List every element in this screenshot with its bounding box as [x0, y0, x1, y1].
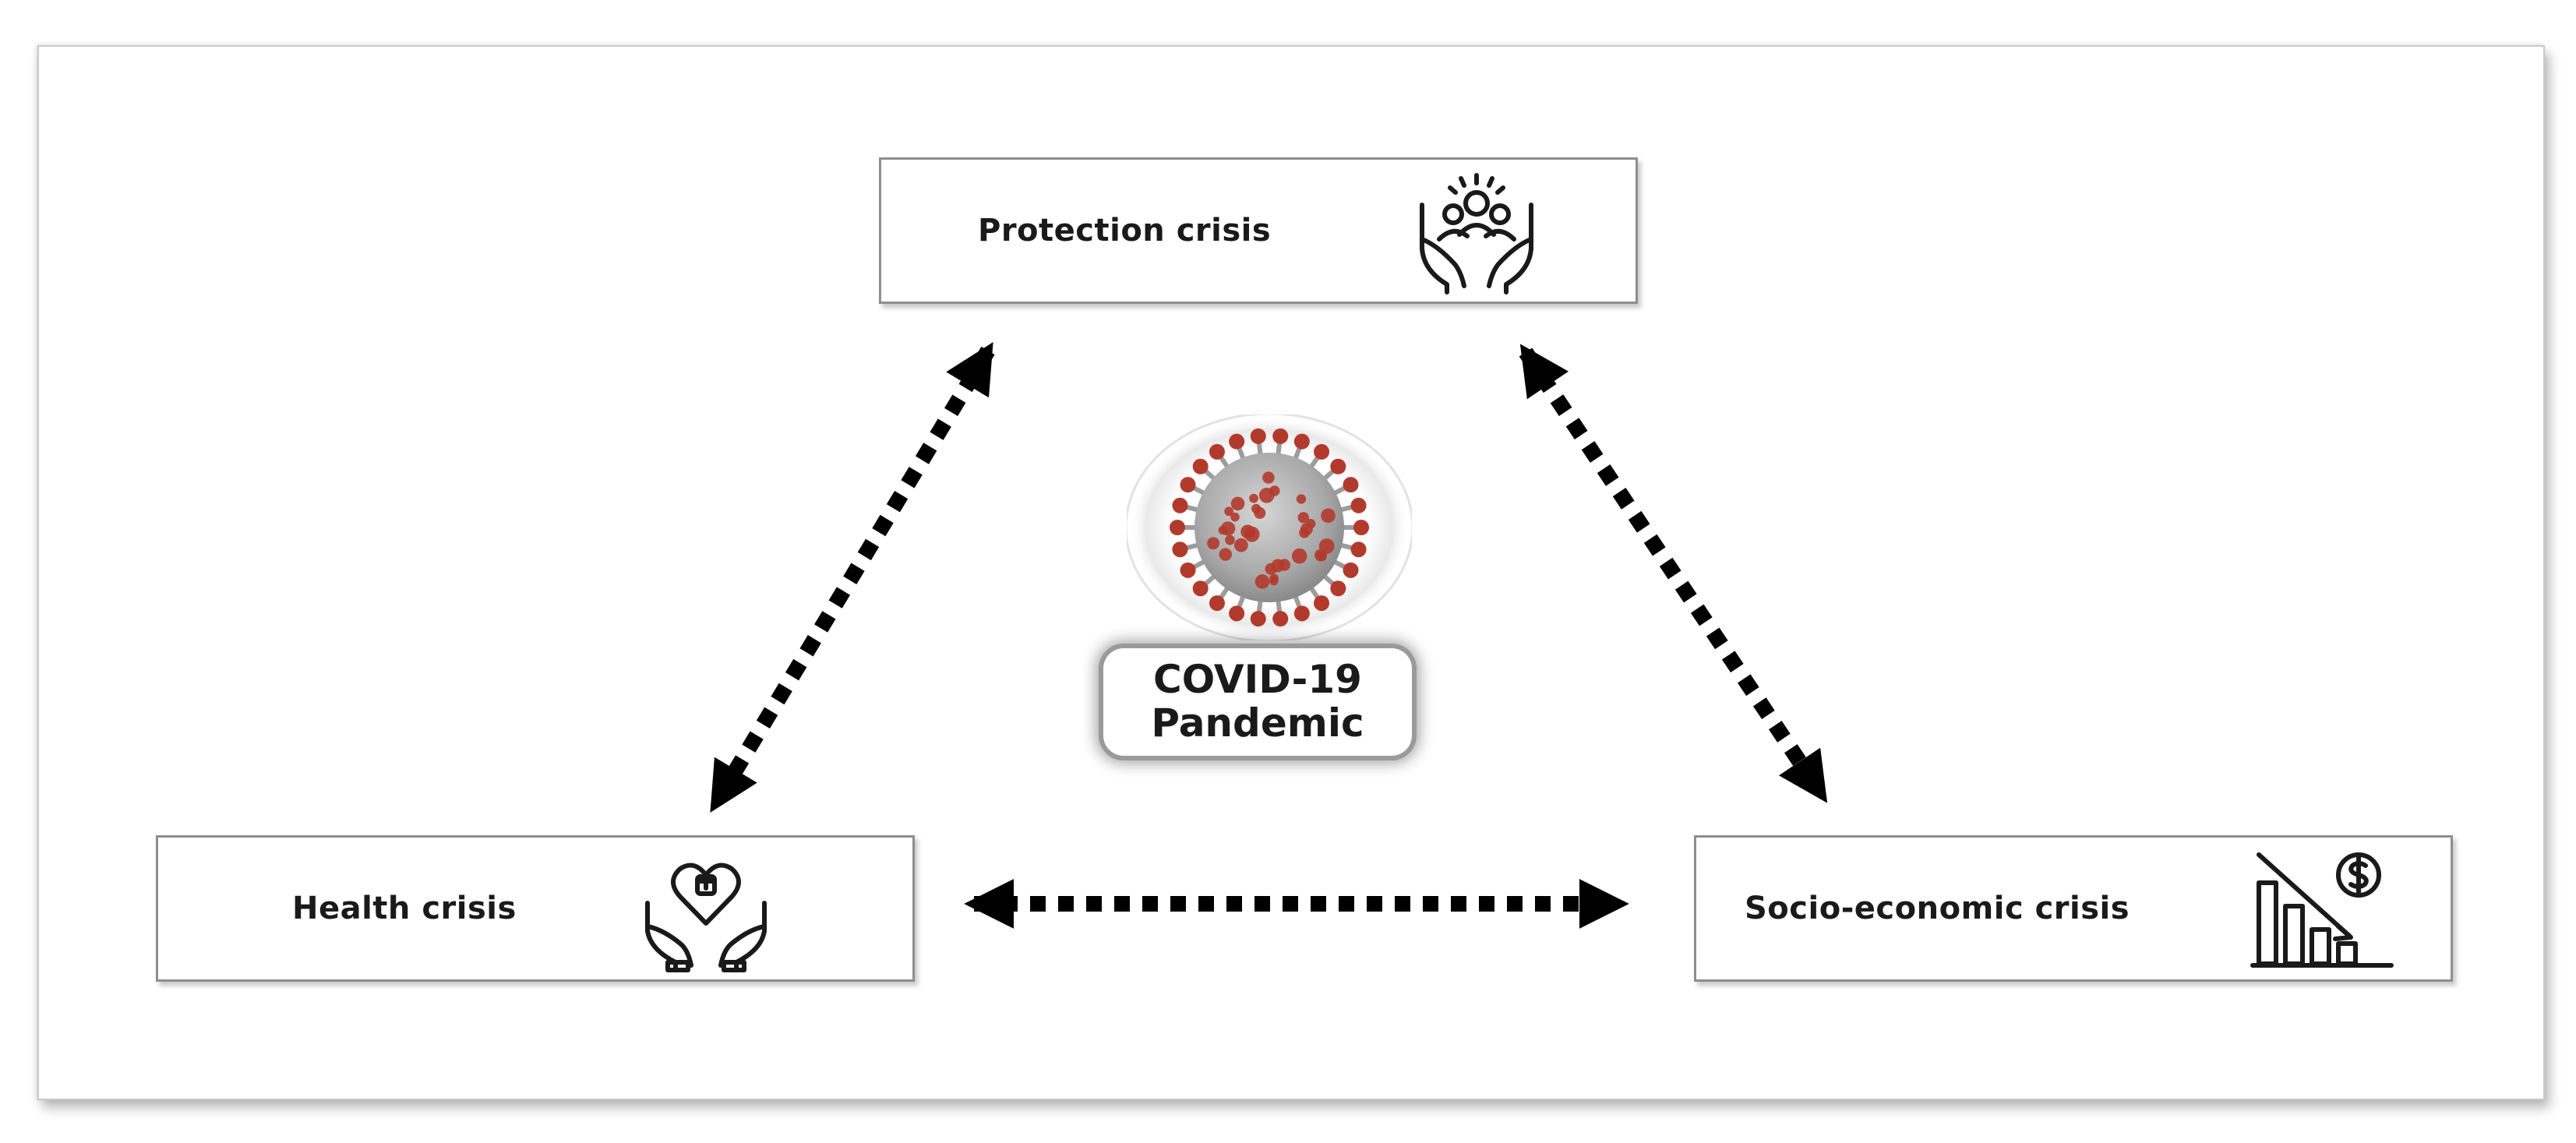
center-label-line1: COVID-19 [1153, 657, 1362, 702]
socio-economic-crisis-label: Socio-economic crisis [1745, 891, 2130, 926]
center-label-line2: Pandemic [1151, 700, 1364, 746]
arrow-protection-health [708, 342, 995, 813]
declining-dollar-chart-icon [2248, 848, 2396, 973]
protection-crisis-box: Protection crisis [879, 157, 1638, 304]
hands-holding-heart-icon [632, 848, 780, 973]
virus-surface-spikes [1207, 471, 1336, 589]
coronavirus-image [1124, 412, 1414, 643]
health-crisis-label: Health crisis [292, 891, 517, 926]
health-crisis-box: Health crisis [156, 835, 915, 982]
protection-crisis-label: Protection crisis [978, 213, 1272, 249]
virus-spikes [1170, 428, 1369, 627]
socio-economic-crisis-box: Socio-economic crisis [1694, 835, 2453, 982]
hands-protecting-people-icon [1399, 171, 1554, 295]
covid-19-pandemic-label: COVID-19 Pandemic [1103, 648, 1412, 756]
arrow-protection-socio [1519, 344, 1829, 803]
